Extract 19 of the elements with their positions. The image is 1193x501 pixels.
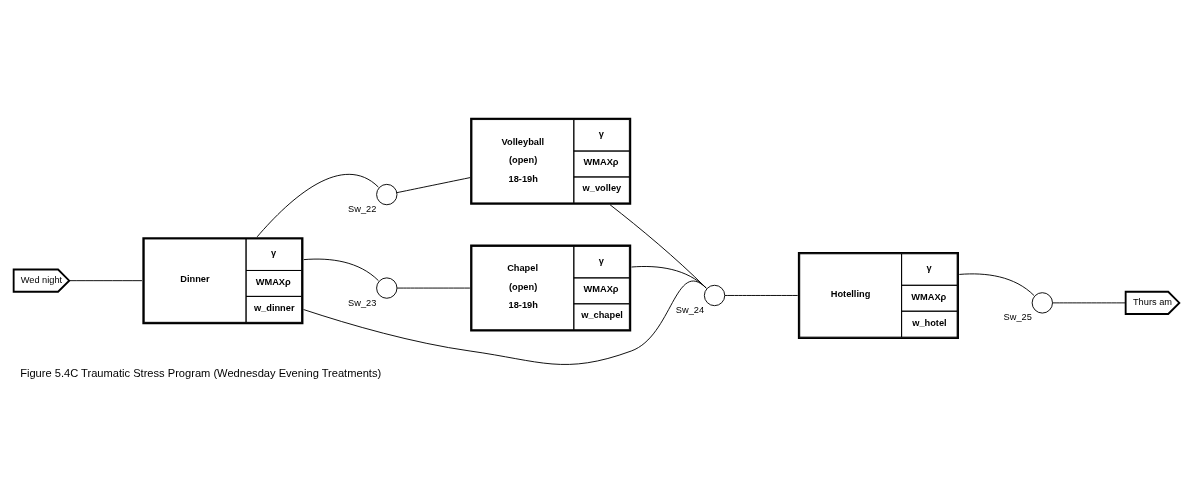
connector xyxy=(631,265,707,289)
connector xyxy=(303,258,379,281)
node-label: Sw_23 xyxy=(348,297,377,308)
node-label: Sw_25 xyxy=(1003,311,1032,322)
connector xyxy=(724,294,799,296)
connector xyxy=(396,176,471,193)
node-label: Sw_22 xyxy=(348,203,377,214)
node-label: Sw_24 xyxy=(675,304,705,315)
connector xyxy=(396,287,471,289)
node-circle xyxy=(376,183,398,205)
node-circle xyxy=(703,284,726,306)
connector xyxy=(256,173,379,237)
caption: Figure 5.4C Traumatic Stress Program (Wednesday Evening Treatments) xyxy=(20,366,382,379)
node-circle xyxy=(376,276,398,299)
connector xyxy=(1052,301,1126,303)
connector xyxy=(609,203,707,289)
node-circle xyxy=(1031,291,1053,314)
connector xyxy=(958,272,1035,296)
connector xyxy=(68,279,143,281)
